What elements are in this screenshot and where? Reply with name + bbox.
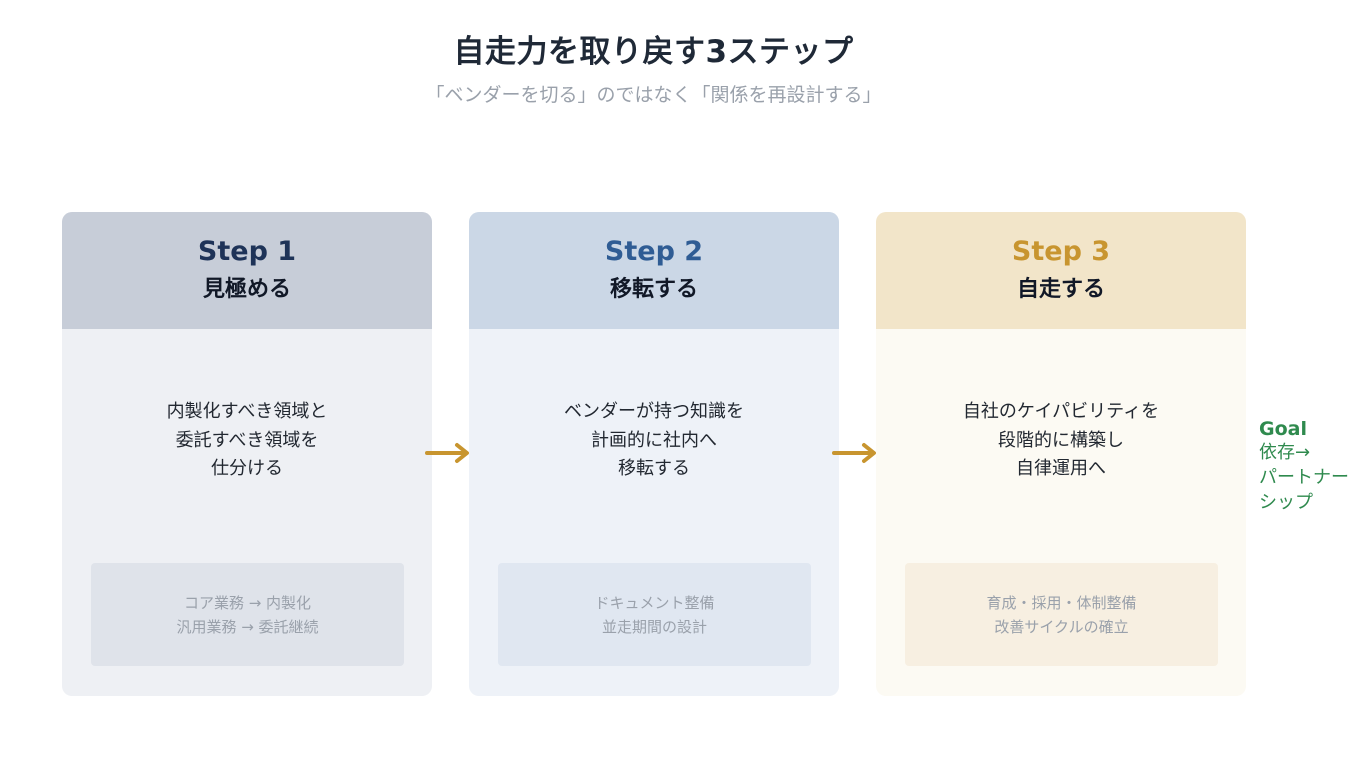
step-note-box: ドキュメント整備 並走期間の設計	[498, 563, 811, 666]
step-description: ベンダーが持つ知識を 計画的に社内へ 移転する	[469, 398, 839, 484]
description-line: 委託すべき領域を	[175, 429, 319, 451]
step-description: 自社のケイパビリティを 段階的に構築し 自律運用へ	[876, 398, 1246, 484]
page-title: 自走力を取り戻す3ステップ	[453, 34, 854, 70]
description-line: 内製化すべき領域と	[166, 401, 328, 422]
note-line: 並走期間の設計	[601, 618, 707, 636]
note-line: 育成・採用・体制整備	[986, 594, 1137, 612]
step-name: 自走する	[1016, 277, 1105, 302]
description-line: 自社のケイパビリティを	[962, 401, 1160, 422]
step-card-header: Step 1 見極める	[62, 212, 432, 329]
step-note-box: 育成・採用・体制整備 改善サイクルの確立	[905, 563, 1218, 666]
description-line: 段階的に構築し	[998, 429, 1124, 451]
note-line: 汎用業務 → 委託継続	[176, 618, 319, 636]
goal-line: パートナー	[1259, 467, 1349, 488]
goal-title: Goal	[1259, 418, 1307, 440]
step-note-box: コア業務 → 内製化 汎用業務 → 委託継続	[91, 563, 404, 666]
goal-line: 依存→	[1259, 442, 1311, 463]
description-line: 自律運用へ	[1016, 458, 1106, 479]
note-line: 改善サイクルの確立	[994, 618, 1129, 636]
step-name: 見極める	[202, 277, 291, 302]
goal-label: Goal 依存→ パートナー シップ	[1259, 418, 1367, 515]
description-line: 移転する	[618, 458, 690, 479]
step-card-3: Step 3 自走する 自社のケイパビリティを 段階的に構築し 自律運用へ 育成…	[876, 212, 1246, 696]
step-label: Step 1	[197, 236, 297, 267]
step-label: Step 3	[1011, 236, 1111, 267]
step-card-1: Step 1 見極める 内製化すべき領域と 委託すべき領域を 仕分ける コア業務…	[62, 212, 432, 696]
step-card-2: Step 2 移転する ベンダーが持つ知識を 計画的に社内へ 移転する ドキュメ…	[469, 212, 839, 696]
step-name: 移転する	[609, 277, 698, 302]
step-card-header: Step 3 自走する	[876, 212, 1246, 329]
goal-line: シップ	[1259, 492, 1313, 513]
step-description: 内製化すべき領域と 委託すべき領域を 仕分ける	[62, 398, 432, 484]
page-subtitle: 「ベンダーを切る」のではなく「関係を再設計する」	[425, 84, 882, 106]
description-line: 計画的に社内へ	[591, 429, 717, 451]
right-arrow-icon	[832, 443, 876, 463]
right-arrow-icon	[425, 443, 469, 463]
description-line: ベンダーが持つ知識を	[564, 401, 744, 422]
note-line: ドキュメント整備	[594, 594, 715, 612]
step-card-header: Step 2 移転する	[469, 212, 839, 329]
description-line: 仕分ける	[211, 458, 283, 479]
step-label: Step 2	[604, 236, 704, 267]
note-line: コア業務 → 内製化	[183, 594, 312, 612]
